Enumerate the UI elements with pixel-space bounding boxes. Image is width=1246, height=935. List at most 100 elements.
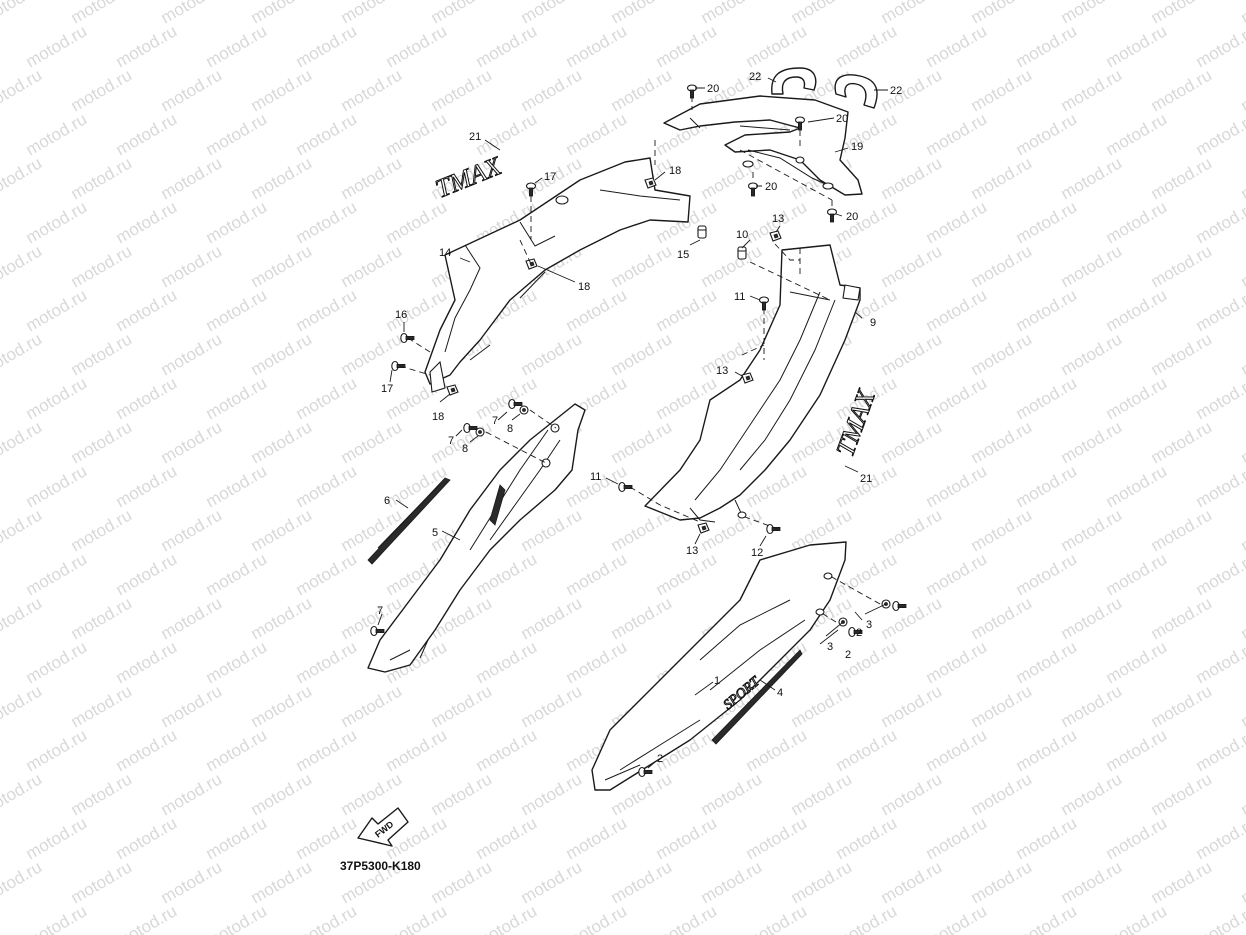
watermark-text: motod.ru	[923, 461, 991, 511]
watermark-text: motod.ru	[518, 857, 586, 907]
watermark-text: motod.ru	[473, 21, 541, 71]
bolt-20d	[826, 208, 838, 223]
watermark-text: motod.ru	[383, 21, 451, 71]
watermark-text: motod.ru	[1103, 637, 1171, 687]
watermark-text: motod.ru	[1193, 285, 1246, 335]
watermark-text: motod.ru	[203, 725, 271, 775]
callout-11a: 11	[734, 291, 745, 303]
watermark-text: motod.ru	[338, 65, 406, 115]
callout-20c: 20	[765, 181, 777, 193]
callout-17b: 17	[381, 383, 393, 395]
part-19-rear-panel	[663, 95, 863, 196]
watermark-text: motod.ru	[1238, 857, 1246, 907]
watermark-text: motod.ru	[1148, 857, 1216, 907]
watermark-text: motod.ru	[68, 593, 136, 643]
watermark-text: motod.ru	[1013, 813, 1081, 863]
callout-leaders	[377, 77, 888, 769]
watermark-text: motod.ru	[1148, 681, 1216, 731]
watermark-text: motod.ru	[248, 681, 316, 731]
watermark-text: motod.ru	[473, 901, 541, 935]
watermark-text: motod.ru	[788, 857, 856, 907]
watermark-text: motod.ru	[1193, 109, 1246, 159]
watermark-text: motod.ru	[0, 681, 45, 731]
watermark-text: motod.ru	[1103, 21, 1171, 71]
watermark-text: motod.ru	[1103, 901, 1171, 935]
callout-6: 6	[384, 495, 390, 507]
watermark-text: motod.ru	[1013, 461, 1081, 511]
watermark-text: motod.ru	[1013, 285, 1081, 335]
watermark-text: motod.ru	[518, 769, 586, 819]
watermark-text: motod.ru	[608, 241, 676, 291]
watermark-text: motod.ru	[518, 681, 586, 731]
watermark-text: motod.ru	[158, 505, 226, 555]
watermark-text: motod.ru	[743, 725, 811, 775]
watermark-text: motod.ru	[1058, 681, 1126, 731]
watermark-text: motod.ru	[563, 813, 631, 863]
watermark-text: motod.ru	[833, 813, 901, 863]
part-1-lower-cover	[591, 541, 847, 791]
callout-20a: 20	[707, 83, 719, 95]
watermark-text: motod.ru	[608, 417, 676, 467]
watermark-text: motod.ru	[203, 21, 271, 71]
watermark-text: motod.ru	[923, 197, 991, 247]
watermark-text: motod.ru	[113, 21, 181, 71]
watermark-text: motod.ru	[158, 153, 226, 203]
watermark-text: motod.ru	[563, 637, 631, 687]
watermark-text: motod.ru	[968, 593, 1036, 643]
watermark-text: motod.ru	[113, 813, 181, 863]
watermark-text: motod.ru	[1193, 373, 1246, 423]
watermark-text: motod.ru	[1193, 549, 1246, 599]
callout-20b: 20	[836, 113, 848, 125]
callout-22a: 22	[749, 71, 761, 83]
callout-7a: 7	[492, 415, 498, 427]
watermark-text: motod.ru	[1103, 109, 1171, 159]
watermark-text: motod.ru	[878, 769, 946, 819]
washer-8b	[475, 427, 485, 437]
watermark-text: motod.ru	[968, 769, 1036, 819]
watermark-text: motod.ru	[113, 285, 181, 335]
watermark-text: motod.ru	[473, 109, 541, 159]
callout-22b: 22	[890, 85, 902, 97]
watermark-text: motod.ru	[1193, 901, 1246, 935]
nut-13a	[769, 230, 782, 242]
watermark-text: motod.ru	[293, 901, 361, 935]
watermark-text: motod.ru	[0, 65, 45, 115]
callout-21a: 21	[469, 131, 481, 143]
watermark-text: motod.ru	[158, 417, 226, 467]
watermark-text: motod.ru	[518, 593, 586, 643]
watermark-text: motod.ru	[1103, 197, 1171, 247]
watermark-text: motod.ru	[23, 285, 91, 335]
watermark-text: motod.ru	[1193, 813, 1246, 863]
watermark-text: motod.ru	[248, 241, 316, 291]
watermark-text: motod.ru	[563, 901, 631, 935]
watermark-text: motod.ru	[653, 813, 721, 863]
watermark-text: motod.ru	[248, 417, 316, 467]
callout-10: 10	[736, 229, 748, 241]
watermark-text: motod.ru	[968, 153, 1036, 203]
watermark-text: motod.ru	[113, 725, 181, 775]
callout-3b: 3	[827, 641, 833, 653]
callout-13a: 13	[772, 213, 784, 225]
watermark-text: motod.ru	[1148, 505, 1216, 555]
watermark-text: motod.ru	[0, 593, 45, 643]
watermark-text: motod.ru	[1148, 153, 1216, 203]
watermark-text: motod.ru	[428, 681, 496, 731]
watermark-text: motod.ru	[68, 417, 136, 467]
watermark-text: motod.ru	[338, 417, 406, 467]
watermark-text: motod.ru	[473, 725, 541, 775]
watermark-text: motod.ru	[1238, 505, 1246, 555]
watermark-text: motod.ru	[0, 769, 45, 819]
watermark-text: motod.ru	[338, 241, 406, 291]
watermark-text: motod.ru	[1013, 549, 1081, 599]
watermark-text: motod.ru	[878, 241, 946, 291]
callout-20d: 20	[846, 211, 858, 223]
watermark-text: motod.ru	[653, 901, 721, 935]
watermark-text: motod.ru	[923, 109, 991, 159]
watermark-text: motod.ru	[833, 637, 901, 687]
callout-labels: 1 2 2 2 3 3 4 5 6 7 7 7 8 8 9 10 11 11 1…	[377, 71, 902, 765]
callout-12: 12	[751, 547, 763, 559]
watermark-text: motod.ru	[338, 681, 406, 731]
clip-15	[697, 225, 707, 239]
watermark-text: motod.ru	[203, 813, 271, 863]
watermark-text: motod.ru	[968, 417, 1036, 467]
